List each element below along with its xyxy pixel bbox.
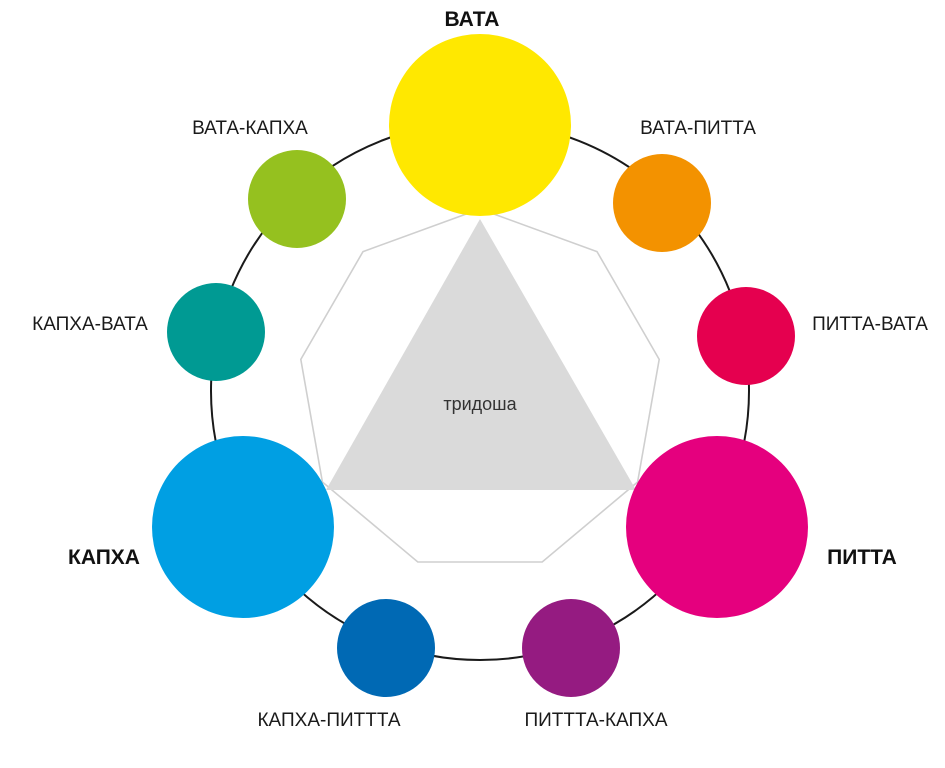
node-label-kapha-pittta: КАПХА-ПИТТТА [257, 710, 400, 731]
node-circle-kapha-vata [167, 283, 265, 381]
node-label-vata: ВАТА [445, 8, 500, 31]
node-label-pittta-kapha: ПИТТТА-КАПХА [524, 710, 667, 731]
node-circle-pitta [626, 436, 808, 618]
node-label-vata-kapha: ВАТА-КАПХА [192, 118, 308, 139]
nonagon-outline [299, 208, 661, 563]
node-label-kapha: КАПХА [68, 546, 140, 569]
node-label-pitta: ПИТТА [827, 546, 897, 569]
node-circle-kapha-pittta [337, 599, 435, 697]
node-circle-vata [389, 34, 571, 216]
node-label-kapha-vata: КАПХА-ВАТА [32, 314, 148, 335]
node-circle-pittta-kapha [522, 599, 620, 697]
tridosha-label: тридоша [443, 394, 517, 414]
node-circle-kapha [152, 436, 334, 618]
node-circle-vata-pitta [613, 154, 711, 252]
node-label-pitta-vata: ПИТТА-ВАТА [812, 314, 928, 335]
node-label-vata-pitta: ВАТА-ПИТТА [640, 118, 756, 139]
tridosha-triangle [326, 219, 636, 490]
node-circle-pitta-vata [697, 287, 795, 385]
node-circle-vata-kapha [248, 150, 346, 248]
